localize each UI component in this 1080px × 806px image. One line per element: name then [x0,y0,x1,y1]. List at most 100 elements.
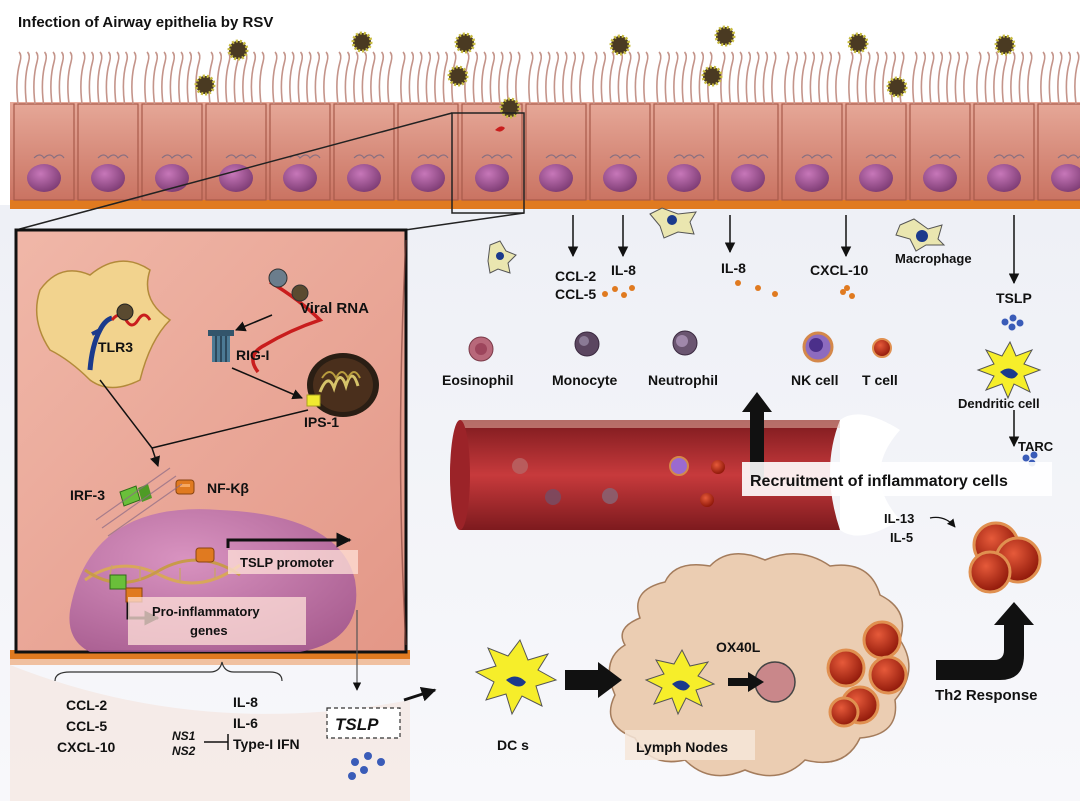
ips-1-icon [306,394,321,407]
cilium [1027,51,1033,105]
cilium [122,51,129,105]
epithelial-cell [781,103,843,201]
tslp-dashed-box [326,707,401,739]
golgi-mark [865,154,897,159]
cilium [1001,51,1008,105]
cilium [387,51,393,105]
cilium [24,51,31,105]
golgi-mark [161,154,193,159]
cilium [771,51,777,105]
golgi-mark [225,154,257,159]
cilium [570,51,577,105]
cilium [33,51,39,105]
cilium [169,51,176,105]
cilium [161,51,167,105]
cilium [378,51,385,105]
cilium [984,51,991,105]
cilium [481,51,487,105]
cilium [1018,51,1025,105]
cilium [1040,51,1046,105]
dendritic-cell-icon [976,340,1042,400]
label-ns1: NS1 [172,729,196,743]
cell-nucleus [155,164,189,192]
cilium [250,51,257,105]
recruitment-arrow [742,392,772,480]
rsv-virion-icon [994,34,1016,56]
cilium [152,51,159,105]
label-dendritic-cell: Dendritic cell [958,396,1040,411]
label-tslp-bottom: TSLP [335,715,379,734]
cilium [336,51,342,105]
cilium [1057,51,1063,105]
epithelial-cell [653,103,715,201]
cilium [186,51,193,105]
cilium [690,51,696,105]
rsv-virion-icon [847,32,869,54]
golgi-mark [33,154,65,159]
th2-response-arrow [936,602,1034,680]
cilium [818,51,824,105]
dc-to-lymph-arrow [565,662,622,698]
cilium [528,51,534,105]
cilium [856,51,863,105]
label-tlr3: TLR3 [98,339,133,355]
cytokine-bracket [54,661,283,682]
cell-nucleus [411,164,445,192]
cilium [553,51,560,105]
cilium [826,51,833,105]
cilium [579,51,585,105]
label-il5: IL-5 [890,530,913,545]
epithelial-cell [13,103,75,201]
cilium [792,51,799,105]
diagram-title: Infection of Airway epithelia by RSV [18,14,273,31]
epithelial-cell [525,103,587,201]
label-monocyte: Monocyte [552,372,618,388]
golgi-mark [417,154,449,159]
label-macrophage: Macrophage [895,251,972,266]
label-cxcl10-top: CXCL-10 [810,262,869,278]
cilium [946,51,952,105]
dc-icon [474,638,558,716]
cell-nucleus [795,164,829,192]
cilium [297,51,304,105]
epithelial-cell [333,103,395,201]
epithelial-cell [589,103,651,201]
epithelial-cell [717,103,779,201]
label-ns2: NS2 [172,744,196,758]
golgi-mark [929,154,961,159]
cilium [784,51,790,105]
rig-i-icon [208,330,234,362]
epithelial-cell [845,103,907,201]
label-cxcl10-bottom: CXCL-10 [57,739,116,755]
cilium [408,51,415,105]
rsv-virion-icon [227,39,249,61]
cilium [673,51,679,105]
cell-nucleus [283,164,317,192]
label-ccl2-top: CCL-2 [555,268,596,284]
rsv-virion-icon [447,65,469,87]
cell-nucleus [475,164,509,192]
cilium [451,51,457,105]
cilium [848,51,854,105]
cilium [425,51,432,105]
cilium [656,51,662,105]
cilium [707,51,713,105]
cilium [643,51,649,105]
cilium [912,51,918,105]
cell-nucleus [219,164,253,192]
cilium [442,51,449,105]
label-il13: IL-13 [884,511,914,526]
cell-nucleus [667,164,701,192]
il13-arrow [929,516,956,528]
label-neutrophil: Neutrophil [648,372,718,388]
cilium [88,51,95,105]
tslp-promoter-box [228,550,358,574]
label-tslp-top: TSLP [996,290,1032,306]
label-nf-kb: NF-Kβ [207,480,249,496]
cell-nucleus [91,164,125,192]
cilium [400,51,406,105]
cilium [105,51,112,105]
th2-cells-tissue [968,521,1042,594]
cilium [280,51,287,105]
cilium [50,51,56,105]
